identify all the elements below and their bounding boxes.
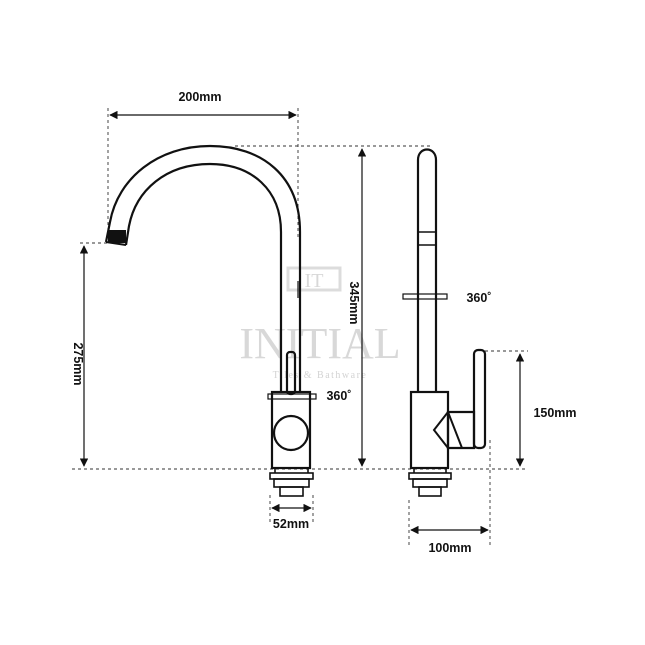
side-rotation-ring xyxy=(402,293,448,300)
front-base-thread xyxy=(269,469,314,497)
side-handle xyxy=(472,348,487,450)
watermark: IT INITIAL Tiles & Bathware xyxy=(239,266,401,381)
dimension-arrows xyxy=(79,110,525,535)
spout-inner-outline xyxy=(124,162,283,392)
tap-side-view xyxy=(402,148,487,497)
side-base-thread xyxy=(408,469,452,497)
side-body xyxy=(409,390,450,470)
spout-reach-label: 200mm xyxy=(178,90,221,104)
side-spout xyxy=(416,148,438,392)
side-depth-label: 100mm xyxy=(428,541,471,555)
front-rotation-label: 360˚ xyxy=(326,389,351,403)
front-body xyxy=(270,390,312,470)
side-rotation-label: 360˚ xyxy=(466,291,491,305)
base-diameter-label: 52mm xyxy=(273,517,309,531)
front-cartridge xyxy=(272,414,310,452)
overall-height-label: 345mm xyxy=(347,281,361,324)
svg-text:IT: IT xyxy=(305,270,324,292)
watermark-tagline: Tiles & Bathware xyxy=(273,370,368,381)
spout-nozzle xyxy=(108,230,126,243)
tap-front-view xyxy=(104,144,317,497)
handle-height-label: 150mm xyxy=(533,406,576,420)
side-handle-joint xyxy=(446,410,476,450)
spout-height-label: 275mm xyxy=(71,342,85,385)
watermark-logo: IT xyxy=(286,266,342,292)
front-rotation-ring xyxy=(267,393,317,400)
watermark-brand: INITIAL xyxy=(239,319,400,368)
spout-outline xyxy=(104,144,302,392)
